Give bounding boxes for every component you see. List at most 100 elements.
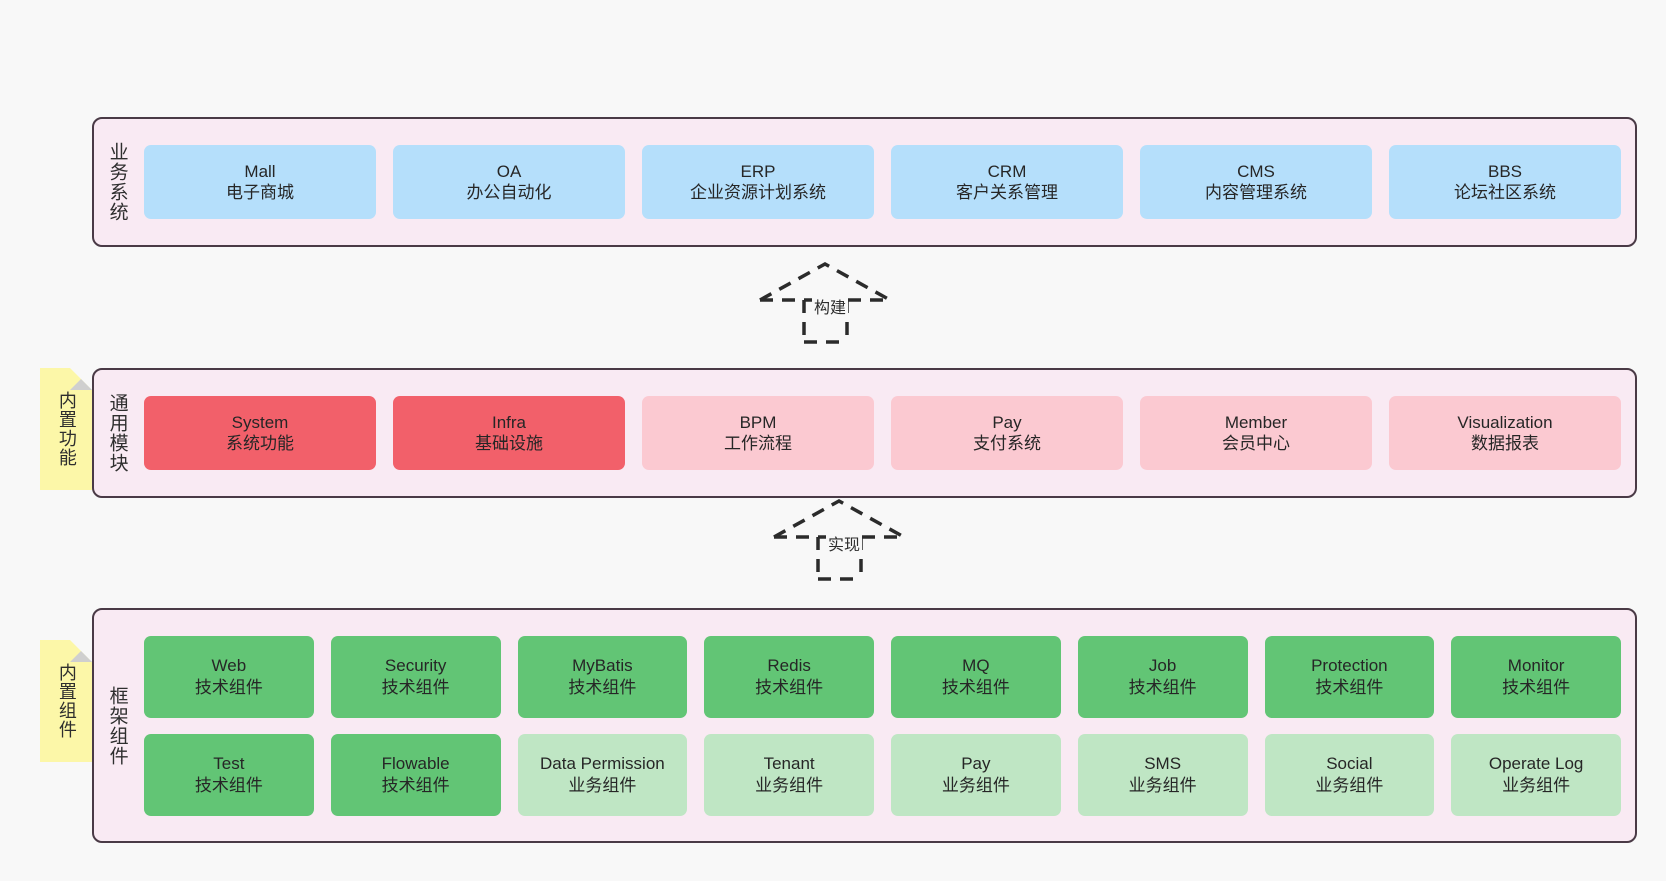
node-desc: 技术组件 [1315,677,1384,697]
node-desc: 客户关系管理 [956,183,1058,202]
node-mybatis[interactable]: MyBatis 技术组件 [517,635,688,718]
node-name: Member [1224,412,1288,432]
node-desc: 技术组件 [194,775,263,795]
layer-row: Web 技术组件 Security 技术组件 MyBatis 技术组件 Redi… [144,635,1621,718]
node-desc: 技术组件 [194,677,263,697]
node-desc: 技术组件 [381,677,450,697]
node-name: Social [1326,754,1373,774]
node-name: Flowable [381,754,450,774]
node-security[interactable]: Security 技术组件 [330,635,501,718]
node-desc: 会员中心 [1222,434,1290,453]
node-name: Data Permission [540,754,665,774]
node-desc: 业务组件 [755,775,824,795]
node-bbs[interactable]: BBS 论坛社区系统 [1389,145,1621,219]
note-label: 内置组件 [56,663,77,739]
layer-row: Test 技术组件 Flowable 技术组件 Data Permission … [144,733,1621,816]
connector-label-build: 构建 [812,294,849,318]
node-bpm[interactable]: BPM 工作流程 [642,396,874,470]
node-desc: 论坛社区系统 [1454,183,1556,202]
node-name: Infra [491,412,527,432]
node-name: BBS [1487,161,1523,181]
node-desc: 电子商城 [226,183,294,202]
node-name: Test [213,754,245,774]
node-desc: 支付系统 [973,434,1041,453]
node-desc: 业务组件 [1315,775,1384,795]
node-name: Pay [961,754,991,774]
node-name: Monitor [1507,656,1565,676]
layer-title-framework: 框架组件 [106,685,128,766]
layer-row: Mall 电子商城 OA 办公自动化 ERP 企业资源计划系统 CRM 客户关系… [144,145,1621,219]
node-desc: 业务组件 [1502,775,1571,795]
connector-label-implement: 实现 [826,531,863,555]
arrow-head-triangle [759,261,891,302]
node-system[interactable]: System 系统功能 [144,396,376,470]
note-fold-corner-icon [70,640,92,662]
node-desc: 技术组件 [755,677,824,697]
node-visualization[interactable]: Visualization 数据报表 [1389,396,1621,470]
node-name: Visualization [1457,412,1553,432]
node-desc: 企业资源计划系统 [690,183,826,202]
node-name: Web [211,656,247,676]
note-builtin-functions: 内置功能 [40,368,92,490]
node-desc: 办公自动化 [466,183,552,202]
node-web[interactable]: Web 技术组件 [144,635,314,718]
layer-framework-components: 框架组件 Web 技术组件 Security 技术组件 MyBatis 技术组件… [92,608,1637,843]
node-social[interactable]: Social 业务组件 [1264,733,1435,816]
node-name: SMS [1144,754,1182,774]
node-desc: 业务组件 [1128,775,1197,795]
node-desc: 技术组件 [568,677,637,697]
node-name: Tenant [763,754,815,774]
node-job[interactable]: Job 技术组件 [1077,635,1248,718]
node-mall[interactable]: Mall 电子商城 [144,145,376,219]
node-name: Job [1148,656,1177,676]
node-mq[interactable]: MQ 技术组件 [891,635,1061,718]
node-name: Redis [767,656,811,676]
node-pay[interactable]: Pay 支付系统 [891,396,1123,470]
connector-build: 构建 [752,258,912,344]
node-oa[interactable]: OA 办公自动化 [393,145,625,219]
note-fold-corner-icon [70,368,92,390]
node-operate-log[interactable]: Operate Log 业务组件 [1451,733,1621,816]
node-cms[interactable]: CMS 内容管理系统 [1140,145,1372,219]
node-desc: 技术组件 [381,775,450,795]
node-desc: 技术组件 [1128,677,1197,697]
node-name: ERP [740,161,776,181]
node-desc: 工作流程 [724,434,792,453]
node-name: System [231,412,289,432]
note-builtin-components: 内置组件 [40,640,92,762]
arrow-head-triangle [773,498,905,539]
node-name: CRM [987,161,1027,181]
node-erp[interactable]: ERP 企业资源计划系统 [642,145,874,219]
note-label: 内置功能 [56,391,77,467]
node-infra[interactable]: Infra 基础设施 [393,396,625,470]
node-desc: 技术组件 [941,677,1010,697]
node-desc: 基础设施 [475,434,543,453]
node-crm[interactable]: CRM 客户关系管理 [891,145,1123,219]
node-data-permission[interactable]: Data Permission 业务组件 [517,733,688,816]
layer-title-common: 通用模块 [106,393,128,473]
layer-row: System 系统功能 Infra 基础设施 BPM 工作流程 Pay 支付系统… [144,396,1621,470]
node-sms[interactable]: SMS 业务组件 [1077,733,1248,816]
node-tenant[interactable]: Tenant 业务组件 [704,733,874,816]
node-desc: 系统功能 [226,434,294,453]
node-desc: 内容管理系统 [1205,183,1307,202]
node-name: Protection [1311,656,1388,676]
node-name: CMS [1237,161,1275,181]
layer-body-framework: Web 技术组件 Security 技术组件 MyBatis 技术组件 Redi… [140,610,1635,841]
node-desc: 业务组件 [941,775,1010,795]
node-member[interactable]: Member 会员中心 [1140,396,1372,470]
node-redis[interactable]: Redis 技术组件 [704,635,874,718]
layer-body-business: Mall 电子商城 OA 办公自动化 ERP 企业资源计划系统 CRM 客户关系… [140,119,1635,245]
node-pay-biz[interactable]: Pay 业务组件 [891,733,1061,816]
node-name: Operate Log [1488,754,1584,774]
node-desc: 数据报表 [1471,434,1539,453]
node-name: MQ [962,656,990,676]
node-test[interactable]: Test 技术组件 [144,733,314,816]
node-desc: 业务组件 [568,775,637,795]
node-protection[interactable]: Protection 技术组件 [1264,635,1435,718]
connector-implement: 实现 [766,495,926,581]
node-monitor[interactable]: Monitor 技术组件 [1451,635,1621,718]
node-name: BPM [739,412,777,432]
node-flowable[interactable]: Flowable 技术组件 [330,733,501,816]
